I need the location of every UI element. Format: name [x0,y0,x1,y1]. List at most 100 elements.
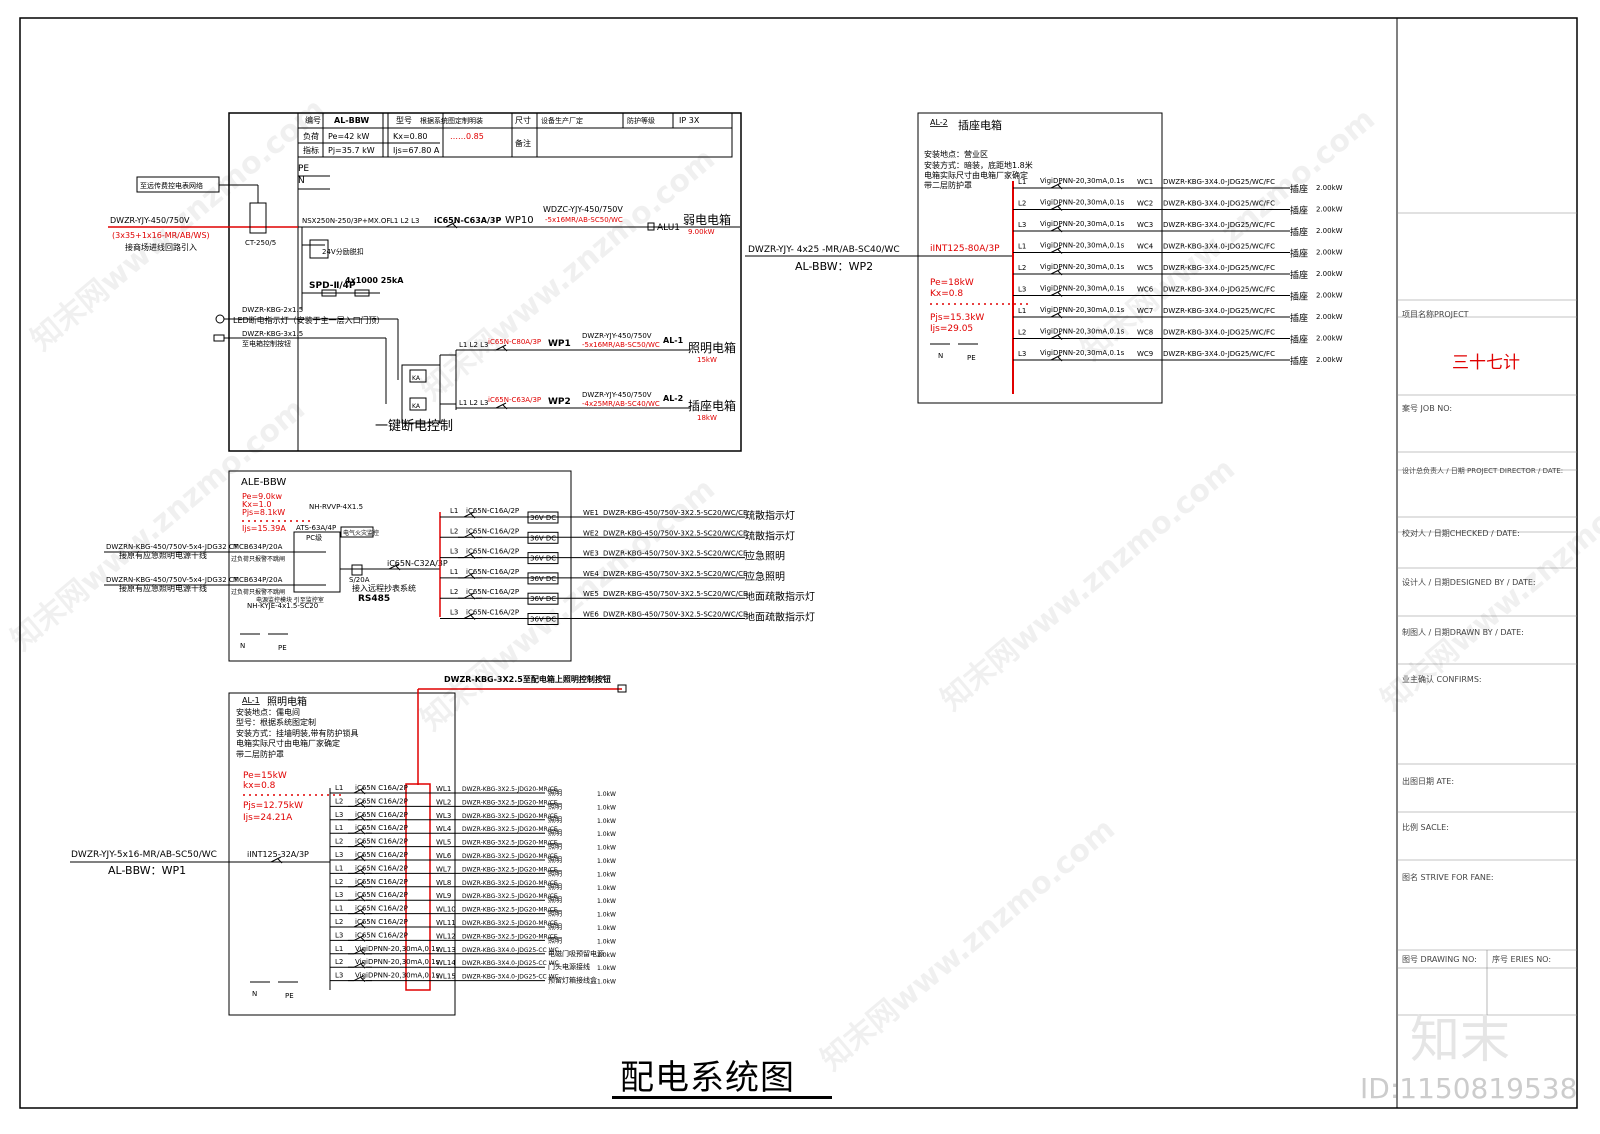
al1-circuit-load: 1.0kW [597,818,616,825]
al1-circuit-cable: DWZR-KBG-3X4.0-JDG25-CC WC [462,974,559,981]
alu1-label: ALU1 [657,223,680,233]
al1-circuit-breaker-label: iC65N C16A/2P [355,931,408,939]
al1-circuit-cable: DWZR-KBG-3X2.5-JDG20-MR/CE [462,786,558,793]
al1-circuit-breaker-label: VigiDPNN-20,30mA,0.1s [355,958,440,966]
al1-circuit-breaker-label: iC65N C16A/2P [355,838,408,846]
al2-size: 电箱实际尺寸由电箱厂家确定 [924,170,1028,180]
al1-circuit-id: WL13 [436,946,456,954]
al1-circuit-breaker [353,894,365,901]
wp10-label: WP10 [505,215,534,226]
alu1-name: 弱电电箱 [683,212,731,227]
al1-circuit-phase: L1 [335,905,343,913]
pe-label: PE [298,164,309,174]
al1-circuit-breaker-label: iC65N C16A/2P [355,824,408,832]
al1-pe: Pe=15kW [243,771,287,781]
ale-circuit-breaker [463,572,475,579]
ale-in1-cable: DWZRN-KBG-450/750V-5x4-JDG32 CT [106,543,239,551]
ale-circuit-phase: L1 [450,507,458,515]
al1-circuit-breaker [353,800,365,807]
al2-circuit-use: 插座 [1290,226,1308,238]
al1-name: 照明电箱 [267,695,307,708]
al2-circuit-id: WC6 [1137,286,1154,294]
al2-circuit-phase: L2 [1018,264,1026,272]
al2-circuit-load: 2.00kW [1316,356,1343,364]
al1-circuit-cable: DWZR-KBG-3X2.5-JDG20-MR/CE [462,840,558,847]
al1-cover: 带二层防护罩 [236,749,284,759]
al1-circuit-cable: DWZR-KBG-3X2.5-JDG20-MR/CE [462,907,558,914]
header-cos: ……0.85 [450,132,484,141]
al2-circuit-breaker [1057,313,1063,319]
al1-circuit-load: 1.0kW [597,979,616,986]
al2-pjs: Pjs=15.3kW [930,313,984,323]
wp1-al1-load: 15kW [697,356,717,364]
al1-circuit-id: WL11 [436,919,456,927]
al1-location: 安装地点：儒电间 [236,707,300,717]
al1-circuit-id: WL1 [436,785,451,793]
ats-box [293,531,341,593]
al1-circuit-cable: DWZR-KBG-3X2.5-JDG20-MR/CE [462,853,558,860]
al2-title: AL-2 [930,118,948,127]
al1-box [228,692,456,1016]
al2-circuit-phase: L1 [1018,307,1026,315]
al1-circuit-phase: L3 [335,851,343,859]
al1-circuit-breaker [360,950,366,956]
al1-circuit-breaker [353,948,365,955]
ale-bbw-box [228,470,572,662]
wp10-breaker-label: iC65N-C63A/3P [434,216,501,225]
al1-circuit-phase: L2 [335,918,343,926]
al1-circuit-phase: L3 [335,891,343,899]
al2-circuit-breaker [1050,225,1062,232]
al1-circuit-load: 1.0kW [597,858,616,865]
header-index-label: 指标 [303,145,319,155]
al1-circuit-breaker-label: iC65N C16A/2P [355,905,408,913]
wp10-cable: WDZC-YJY-450/750V [543,205,623,214]
al2-circuit-breaker [1057,292,1063,297]
al2-circuit-use: 插座 [1290,355,1308,367]
ale-circuit-breaker-label: iC65N-C16A/2P [466,568,519,576]
al2-circuit-breaker-label: VigiDPNN-20,30mA,0.1s [1040,285,1125,293]
ale-circuit-id: WE4 [583,570,599,578]
al1-circuit-use: 照明 [548,883,562,891]
wp10-terminal [647,222,655,231]
header-size-value: 设备生产厂定 [541,116,583,125]
al1-circuit-id: WL14 [436,959,456,967]
wp1-breaker [495,344,507,351]
al2-circuit-use: 插座 [1290,312,1308,324]
al2-location: 安装地点：营业区 [924,149,988,159]
al1-circuit-breaker [353,787,365,794]
al2-circuit-breaker-label: VigiDPNN-20,30mA,0.1s [1040,306,1125,314]
wp2-al2-load: 18kW [697,414,717,422]
dc-converter [527,572,559,585]
ale-circuit-dc: 36V DC [530,595,556,603]
al1-model: 型号：根据系统图定制 [236,717,316,727]
ale-mcb2: MCB634P/20A [233,576,283,584]
wp1-phases: L1 L2 L3 [459,341,489,349]
dc24-label: 24V分励脱扣 [322,247,364,256]
al2-circuit-use: 插座 [1290,248,1308,260]
main-breaker-label: NSX250N-250/3P+MX.OF [302,217,390,225]
al1-circuit-use: 电磁门吸预留电源 [548,949,604,958]
al2-circuit-breaker-label: VigiDPNN-20,30mA,0.1s [1040,349,1125,357]
al2-circuit-breaker [1050,204,1062,210]
al2-n: N [938,352,943,360]
ale-circuit-use: 应急照明 [745,570,785,583]
drawn-label: 制图人 / 日期DRAWN BY / DATE: [1402,628,1524,637]
ale-circuit-breaker [463,511,475,518]
al1-circuit-breaker [353,867,365,874]
ct-label: CT-250/5 [245,239,276,247]
al1-circuit-breaker-label: iC65N C16A/2P [355,851,408,859]
wp2-al2-name: 插座电箱 [688,398,736,413]
al2-circuit-breaker-label: VigiDPNN-20,30mA,0.1s [1040,220,1125,228]
al1-circuit-use: 照明 [548,896,562,904]
al2-circuit-cable: DWZR-KBG-3X4.0-JDG25/WC/FC [1163,350,1275,358]
led-cable: DWZR-KBG-2x1.5 [242,306,303,314]
al2-circuit-id: WC1 [1137,178,1153,186]
btn-note: 至电箱控制按钮 [242,339,291,348]
al1-circuit-use: 照明 [548,789,562,797]
al1-circuit-breaker [360,843,366,848]
al1-circuit-breaker-label: iC65N C16A/2P [355,891,408,899]
kyjv-label: NH-KYJE-4x1.5-SC20 [247,602,318,610]
ale-circuit-breaker-label: iC65N-C16A/2P [466,507,519,515]
al1-circuit-phase: L2 [335,838,343,846]
ale-circuit-breaker [470,554,476,559]
